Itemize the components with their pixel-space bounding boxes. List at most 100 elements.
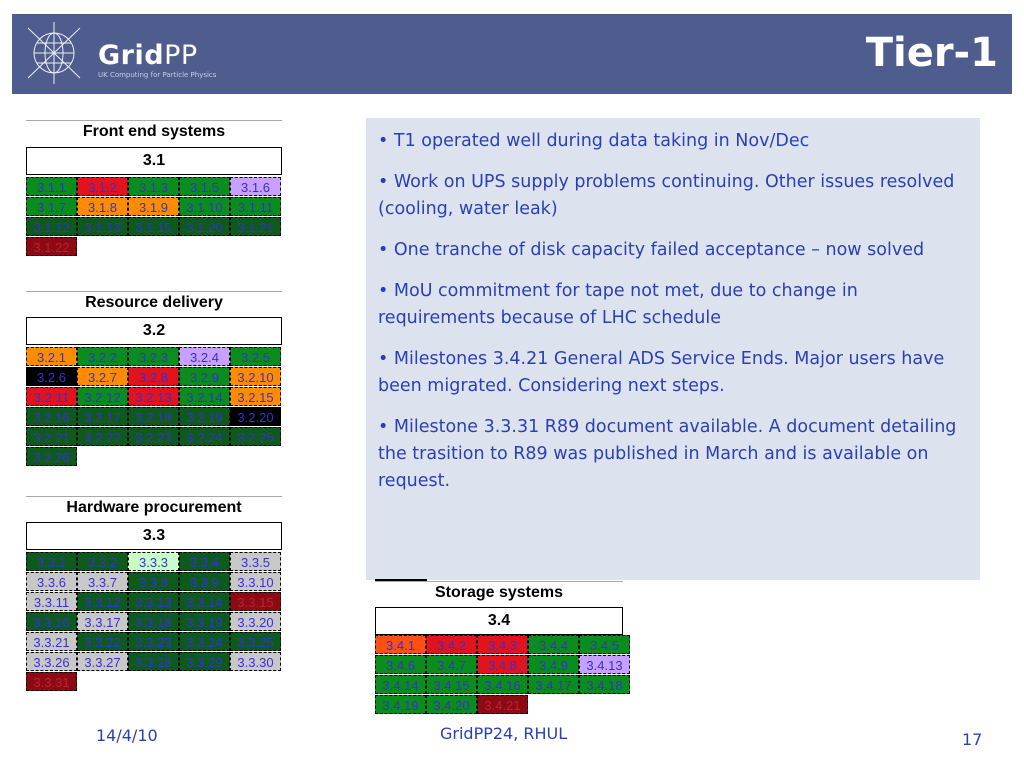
milestone-group-number: 3.3 (26, 522, 282, 550)
milestone-cell: 3.2.4 (179, 347, 230, 366)
milestone-cell: 3.2.24 (179, 427, 230, 446)
milestone-cell: 3.3.11 (26, 592, 77, 611)
milestone-cell: 3.2.16 (26, 407, 77, 426)
milestone-cell: 3.2.18 (128, 407, 179, 426)
milestone-cell: 3.3.27 (77, 652, 128, 671)
milestone-cell: 3.4.6 (375, 655, 426, 674)
milestone-cell: 3.3.4 (179, 552, 230, 571)
milestone-cell: 3.2.2 (77, 347, 128, 366)
milestone-cell: 3.3.13 (128, 592, 179, 611)
milestone-cell: 3.2.10 (230, 367, 281, 386)
milestone-cell: 3.3.6 (26, 572, 77, 591)
milestone-cell: 3.1.13 (77, 217, 128, 236)
milestone-cell: 3.3.24 (179, 632, 230, 651)
milestone-cell: 3.3.29 (179, 652, 230, 671)
milestone-cell: 3.3.2 (77, 552, 128, 571)
globe-grid-icon (27, 22, 81, 84)
milestone-cell: 3.1.11 (230, 197, 281, 216)
milestone-cell: 3.2.12 (77, 387, 128, 406)
milestone-cell: 3.1.7 (26, 197, 77, 216)
milestone-cell: 3.3.5 (230, 552, 281, 571)
milestone-cell: 3.1.21 (230, 217, 281, 236)
bullet-item: • T1 operated well during data taking in… (378, 131, 810, 151)
divider-line (375, 579, 427, 581)
milestone-cell: 3.3.12 (77, 592, 128, 611)
milestone-cell: 3.4.16 (477, 675, 528, 694)
milestone-cell: 3.4.7 (426, 655, 477, 674)
milestone-cell: 3.2.11 (26, 387, 77, 406)
milestone-cell: 3.2.5 (230, 347, 281, 366)
milestone-cell: 3.3.3 (128, 552, 179, 571)
milestone-cell: 3.4.21 (477, 695, 528, 714)
footer-event: GridPP24, RHUL (440, 724, 568, 743)
milestone-cell: 3.3.1 (26, 552, 77, 571)
milestone-cell: 3.2.13 (128, 387, 179, 406)
milestone-cell: 3.4.19 (375, 695, 426, 714)
milestone-cell: 3.3.19 (179, 612, 230, 631)
bullet-item: • One tranche of disk capacity failed ac… (378, 240, 925, 260)
logo-wordmark: GridPP (98, 40, 198, 71)
milestone-cell: 3.4.1 (375, 635, 426, 654)
milestone-cell: 3.3.26 (26, 652, 77, 671)
milestone-cell: 3.3.8 (128, 572, 179, 591)
milestone-cell: 3.4.2 (426, 635, 477, 654)
milestone-cell: 3.3.22 (77, 632, 128, 651)
milestone-cell: 3.2.23 (128, 427, 179, 446)
milestone-cell: 3.4.15 (426, 675, 477, 694)
notes-panel: • T1 operated well during data taking in… (366, 118, 980, 580)
milestone-cell: 3.2.8 (128, 367, 179, 386)
milestone-cell: 3.3.30 (230, 652, 281, 671)
milestone-cell: 3.3.17 (77, 612, 128, 631)
milestone-cell: 3.3.9 (179, 572, 230, 591)
milestone-cell: 3.4.3 (477, 635, 528, 654)
milestone-cell: 3.1.20 (179, 217, 230, 236)
milestone-cell: 3.3.7 (77, 572, 128, 591)
milestone-cell: 3.3.25 (230, 632, 281, 651)
milestone-cell: 3.3.14 (179, 592, 230, 611)
milestone-cell: 3.2.9 (179, 367, 230, 386)
milestone-cell: 3.3.15 (230, 592, 281, 611)
milestone-group-number: 3.2 (26, 317, 282, 345)
milestone-cell: 3.2.6 (26, 367, 77, 386)
bullet-item: • Work on UPS supply problems continuing… (378, 172, 955, 219)
milestone-cell: 3.1.1 (26, 177, 77, 196)
milestone-cell: 3.1.15 (128, 217, 179, 236)
milestone-cell: 3.2.7 (77, 367, 128, 386)
milestone-cell: 3.2.20 (230, 407, 281, 426)
milestone-cell: 3.4.5 (579, 635, 630, 654)
page-number: 17 (962, 730, 983, 749)
milestone-cell: 3.3.18 (128, 612, 179, 631)
milestone-cell: 3.4.8 (477, 655, 528, 674)
milestone-group-title: Front end systems (82, 123, 226, 140)
milestone-cell: 3.3.20 (230, 612, 281, 631)
milestone-cell: 3.1.12 (26, 217, 77, 236)
milestone-cell: 3.2.15 (230, 387, 281, 406)
bullet-item: • MoU commitment for tape not met, due t… (378, 281, 858, 328)
milestone-cell: 3.1.9 (128, 197, 179, 216)
milestone-cell: 3.2.1 (26, 347, 77, 366)
milestone-cell: 3.4.4 (528, 635, 579, 654)
milestone-cell: 3.4.17 (528, 675, 579, 694)
bullet-item: • Milestones 3.4.21 General ADS Service … (378, 349, 945, 396)
milestone-cell: 3.3.21 (26, 632, 77, 651)
milestone-cell: 3.4.20 (426, 695, 477, 714)
milestone-cell: 3.2.3 (128, 347, 179, 366)
milestone-cell: 3.2.26 (26, 447, 77, 466)
milestone-cell: 3.1.10 (179, 197, 230, 216)
milestone-cell: 3.1.6 (230, 177, 281, 196)
milestone-cell: 3.2.14 (179, 387, 230, 406)
logo-subtitle: UK Computing for Particle Physics (98, 71, 217, 79)
milestone-cell: 3.1.3 (128, 177, 179, 196)
milestone-cell: 3.2.21 (26, 427, 77, 446)
milestone-group-title: Hardware procurement (66, 499, 242, 516)
slide-header: GridPP UK Computing for Particle Physics… (12, 14, 1012, 94)
milestone-cell: 3.3.23 (128, 632, 179, 651)
milestone-cell: 3.4.14 (375, 675, 426, 694)
milestone-cell: 3.1.8 (77, 197, 128, 216)
milestone-group-number: 3.4 (375, 607, 623, 635)
milestone-cell: 3.1.2 (77, 177, 128, 196)
bullet-list: • T1 operated well during data taking in… (378, 128, 968, 509)
milestone-group-number: 3.1 (26, 147, 282, 175)
milestone-group-title: Storage systems (434, 584, 564, 601)
milestone-cell: 3.1.5 (179, 177, 230, 196)
